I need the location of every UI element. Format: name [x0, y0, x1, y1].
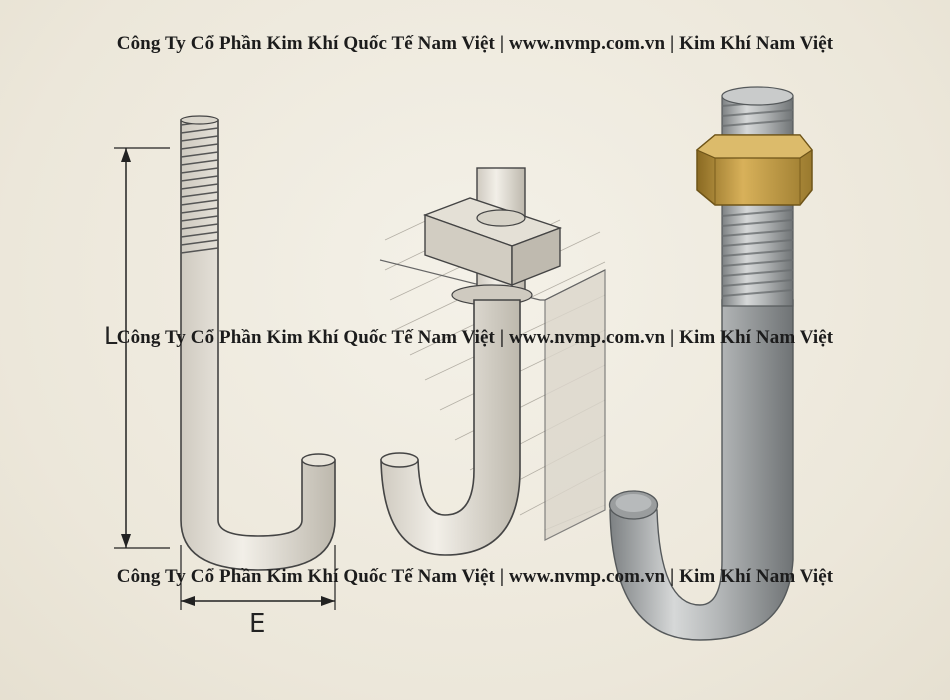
installed-j-bolt-sketch	[379, 167, 606, 556]
watermark-top: Công Ty Cổ Phần Kim Khí Quốc Tế Nam Việt…	[116, 33, 834, 54]
length-arrow-bottom	[121, 534, 131, 548]
length-arrow-top	[121, 148, 131, 162]
installed-j-bend	[380, 299, 521, 556]
steel-threads	[721, 99, 794, 297]
length-label: L	[104, 322, 118, 350]
dimensioned-j-bolt-sketch	[114, 115, 336, 610]
steel-j-shank	[609, 299, 794, 641]
realistic-j-bolt	[608, 86, 813, 641]
thread-lines	[180, 119, 219, 254]
watermark-bottom: Công Ty Cổ Phần Kim Khí Quốc Tế Nam Việt…	[116, 566, 834, 587]
hook-width-label: E	[249, 609, 266, 639]
j-bolt-sketch-body	[180, 119, 336, 571]
watermark-middle: Công Ty Cổ Phần Kim Khí Quốc Tế Nam Việt…	[116, 327, 834, 348]
